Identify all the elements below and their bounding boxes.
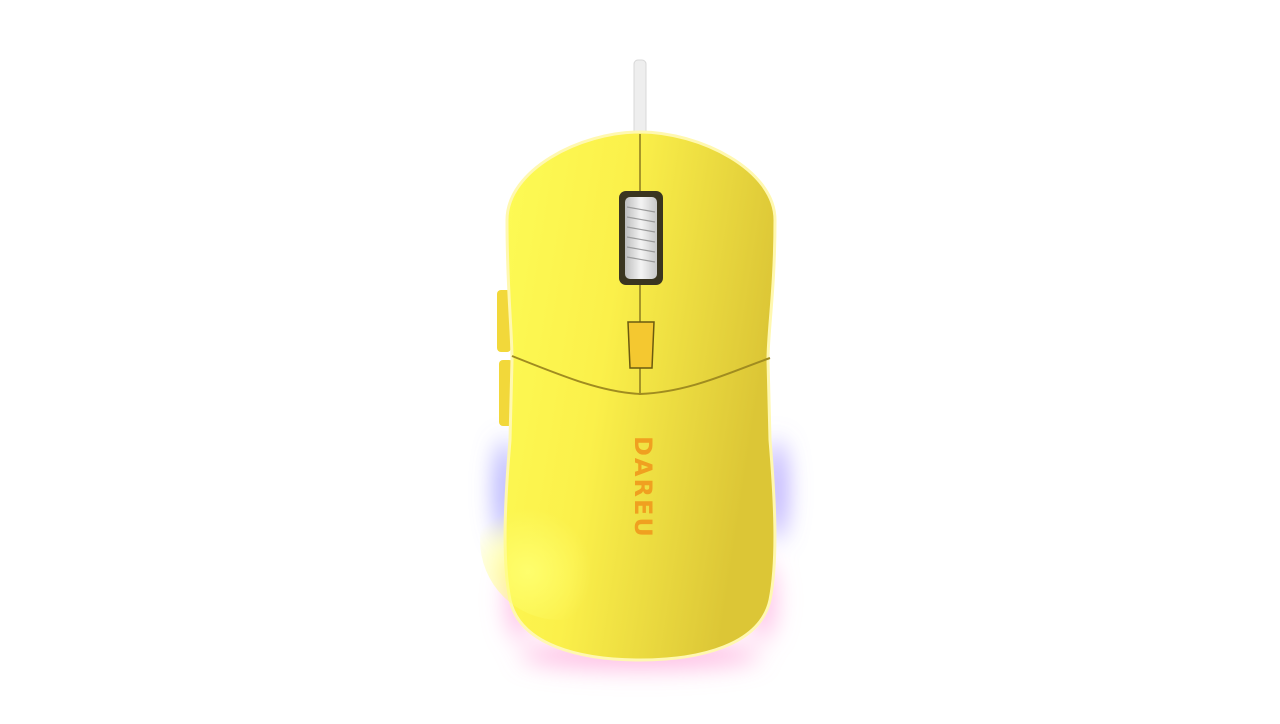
brand-logo: DAREU: [629, 436, 657, 539]
shell-seam: [511, 355, 771, 396]
dpi-button[interactable]: [627, 321, 655, 369]
side-button-forward[interactable]: [497, 290, 511, 352]
scroll-wheel[interactable]: [619, 191, 663, 285]
cable: [633, 59, 647, 137]
